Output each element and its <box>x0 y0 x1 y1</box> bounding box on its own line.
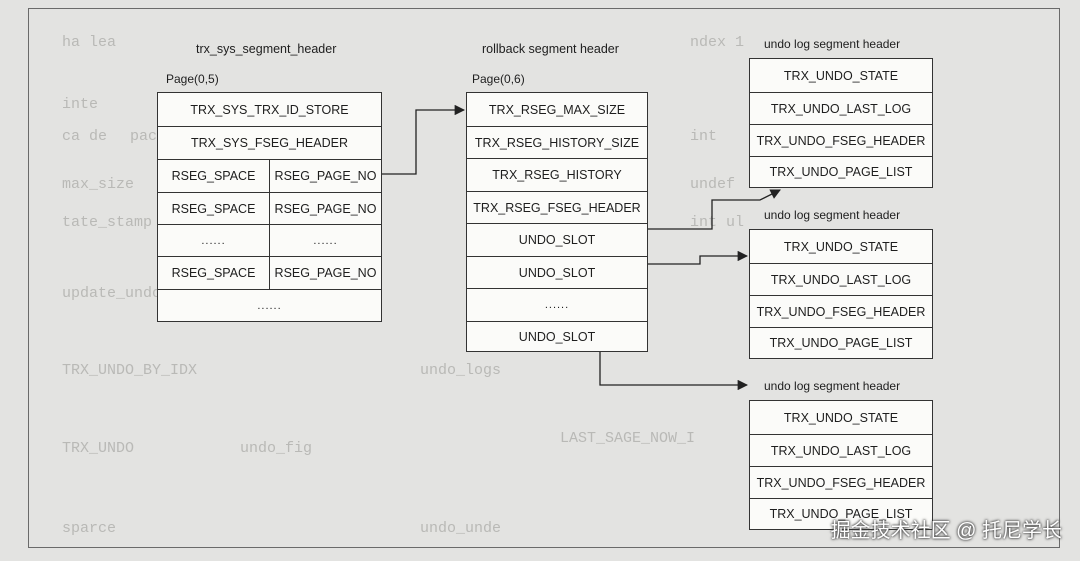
bg-text: inte <box>62 96 99 113</box>
undo-segment-title: undo log segment header <box>764 208 901 222</box>
undo-slot-ellipsis-row: ...... <box>467 288 647 321</box>
bg-text: tate_stamp <box>62 214 153 231</box>
undo-last-log-row: TRX_UNDO_LAST_LOG <box>750 92 932 124</box>
trx-sys-page-label: Page(0,5) <box>166 72 219 86</box>
rseg-fseg-header-row: TRX_RSEG_FSEG_HEADER <box>467 191 647 223</box>
undo-fseg-header-row: TRX_UNDO_FSEG_HEADER <box>750 124 932 156</box>
undo-slot-row: UNDO_SLOT <box>467 321 647 351</box>
bg-text: int ul <box>690 214 745 231</box>
undo-log-segment-header-box: TRX_UNDO_STATE TRX_UNDO_LAST_LOG TRX_UND… <box>749 400 933 530</box>
undo-last-log-row: TRX_UNDO_LAST_LOG <box>750 434 932 466</box>
undo-log-segment-header-box: TRX_UNDO_STATE TRX_UNDO_LAST_LOG TRX_UND… <box>749 229 933 359</box>
undo-page-list-row: TRX_UNDO_PAGE_LIST <box>750 327 932 358</box>
rseg-slot-row: RSEG_SPACE RSEG_PAGE_NO <box>158 159 381 192</box>
bg-text: LAST_SAGE_NOW_I <box>560 430 696 447</box>
undo-slot-to-undo-header-1-arrow <box>648 189 781 230</box>
undo-slot-row: UNDO_SLOT <box>467 256 647 288</box>
undo-page-list-row: TRX_UNDO_PAGE_LIST <box>750 498 932 529</box>
trx-sys-fseg-header-row: TRX_SYS_FSEG_HEADER <box>158 126 381 159</box>
undo-page-list-row: TRX_UNDO_PAGE_LIST <box>750 156 932 187</box>
rollback-page-label: Page(0,6) <box>472 72 525 86</box>
trx-sys-segment-header-box: TRX_SYS_TRX_ID_STORE TRX_SYS_FSEG_HEADER… <box>157 92 382 322</box>
ellipsis-cell: ...... <box>201 234 226 247</box>
bg-text: sparce <box>62 520 117 537</box>
undo-segment-title: undo log segment header <box>764 37 901 51</box>
bg-text: ha lea <box>62 34 117 51</box>
watermark: 掘金技术社区 @ 托尼学长 <box>830 520 1062 542</box>
trx-sys-title: trx_sys_segment_header <box>196 42 337 56</box>
rseg-space-cell: RSEG_SPACE <box>171 266 256 280</box>
rseg-history-row: TRX_RSEG_HISTORY <box>467 158 647 191</box>
bg-text: ca de <box>62 128 108 145</box>
undo-state-row: TRX_UNDO_STATE <box>783 68 899 83</box>
rseg-max-size-row: TRX_RSEG_MAX_SIZE <box>488 102 626 117</box>
rseg-page-no-cell: RSEG_PAGE_NO <box>269 193 381 224</box>
undo-last-log-row: TRX_UNDO_LAST_LOG <box>750 263 932 295</box>
bg-text: TRX_UNDO_BY_IDX <box>62 362 198 379</box>
undo-state-row: TRX_UNDO_STATE <box>783 410 899 425</box>
undo-fseg-header-row: TRX_UNDO_FSEG_HEADER <box>750 466 932 498</box>
bg-text: undo_logs <box>420 362 502 379</box>
bg-text: int <box>690 128 718 145</box>
undo-fseg-header-row: TRX_UNDO_FSEG_HEADER <box>750 295 932 327</box>
rseg-space-cell: RSEG_SPACE <box>171 169 256 183</box>
bg-text: max_size <box>62 176 135 193</box>
undo-slot-to-undo-header-3-arrow <box>599 352 749 391</box>
rollback-segment-title: rollback segment header <box>482 42 619 56</box>
ellipsis-cell: ...... <box>269 225 381 256</box>
undo-state-row: TRX_UNDO_STATE <box>783 239 899 254</box>
bg-text: undo_unde <box>420 520 502 537</box>
bg-text: undo_fig <box>240 440 313 457</box>
rollback-segment-header-box: TRX_RSEG_MAX_SIZE TRX_RSEG_HISTORY_SIZE … <box>466 92 648 352</box>
trx-sys-trx-id-store-row: TRX_SYS_TRX_ID_STORE <box>190 102 349 117</box>
rseg-slot-row: RSEG_SPACE RSEG_PAGE_NO <box>158 256 381 289</box>
rseg-ellipsis-row: ...... ...... <box>158 224 381 256</box>
diagram-frame <box>28 8 1060 548</box>
rseg-page-no-cell: RSEG_PAGE_NO <box>269 160 381 192</box>
rseg-space-cell: RSEG_SPACE <box>171 201 256 216</box>
rseg-page-no-to-rollback-arrow <box>382 104 466 175</box>
bg-text: TRX_UNDO <box>62 440 135 457</box>
bg-text: undef <box>690 176 736 193</box>
undo-slot-to-undo-header-2-arrow <box>648 250 749 265</box>
bg-text: ndex 1 <box>690 34 745 51</box>
undo-log-segment-header-box: TRX_UNDO_STATE TRX_UNDO_LAST_LOG TRX_UND… <box>749 58 933 188</box>
undo-segment-title: undo log segment header <box>764 379 901 393</box>
rseg-history-size-row: TRX_RSEG_HISTORY_SIZE <box>467 126 647 158</box>
undo-slot-row: UNDO_SLOT <box>467 223 647 256</box>
rseg-page-no-cell: RSEG_PAGE_NO <box>269 257 381 289</box>
rseg-slot-row: RSEG_SPACE RSEG_PAGE_NO <box>158 192 381 224</box>
trx-sys-ellipsis-row: ...... <box>158 289 381 321</box>
